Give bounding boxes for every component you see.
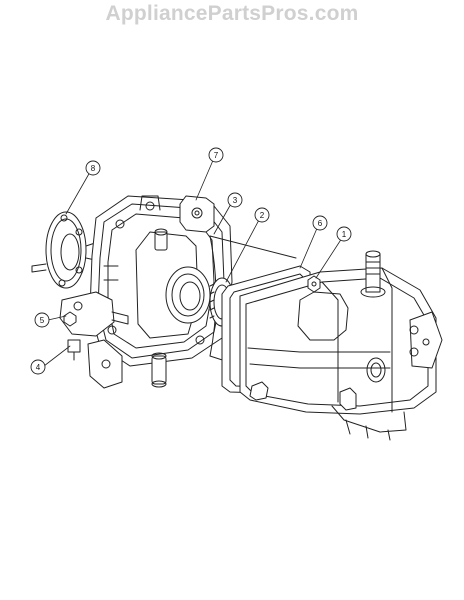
- nut: [63, 311, 77, 327]
- callout-1-label: 1: [342, 230, 347, 239]
- callout-7-label: 7: [214, 151, 219, 160]
- callout-5-label: 5: [40, 316, 45, 325]
- bottom-bracket: [87, 339, 123, 389]
- vertical-shaft: [360, 250, 386, 298]
- top-fitting: [154, 228, 168, 251]
- leader-lines: [43, 157, 343, 367]
- callout-8: 8: [85, 160, 101, 176]
- bottom-fitting: [151, 352, 167, 388]
- transmission-body: [239, 267, 443, 441]
- callout-8-label: 8: [91, 164, 96, 173]
- callout-4: 4: [30, 359, 46, 375]
- callout-6-label: 6: [318, 219, 323, 228]
- callout-2: 2: [254, 207, 270, 223]
- callout-3: 3: [227, 192, 243, 208]
- callout-7: 7: [208, 147, 224, 163]
- callout-1: 1: [336, 226, 352, 242]
- callout-3-label: 3: [233, 196, 238, 205]
- top-nut: [307, 275, 321, 293]
- bolt: [67, 339, 81, 361]
- lever-arm: [59, 291, 129, 337]
- top-bracket: [179, 195, 215, 233]
- callout-2-label: 2: [260, 211, 265, 220]
- flange-hub: [31, 211, 105, 289]
- callout-5: 5: [34, 312, 50, 328]
- callout-4-label: 4: [36, 363, 41, 372]
- callout-6: 6: [312, 215, 328, 231]
- watermark-text: AppliancePartsPros.com: [105, 2, 359, 25]
